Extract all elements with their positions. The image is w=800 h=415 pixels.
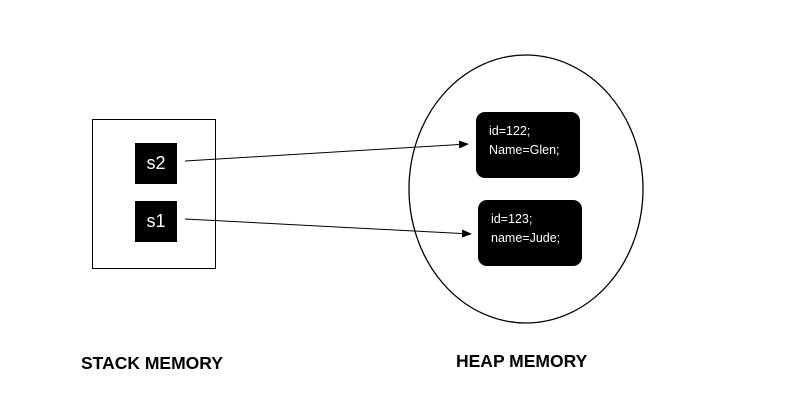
heap-object-122-id: id=122;: [489, 124, 531, 138]
heap-object-123-id: id=123;: [491, 212, 533, 226]
reference-arrow-s1: [184, 218, 472, 238]
stack-variable-s2-label: s2: [146, 153, 166, 173]
stack-variable-s1-label: s1: [146, 211, 166, 231]
heap-object-123-name: name=Jude;: [491, 231, 561, 245]
heap-object-122-name: Name=Glen;: [489, 143, 560, 157]
stack-frame: [92, 119, 216, 269]
heap-object-122: id=122; Name=Glen;: [476, 112, 580, 178]
heap-ellipse: [408, 54, 644, 324]
stack-variable-s1: s1: [135, 201, 177, 242]
heap-object-123: id=123; name=Jude;: [478, 200, 582, 266]
reference-arrow-s2: [184, 140, 469, 162]
heap-memory-label: HEAP MEMORY: [456, 351, 588, 371]
stack-memory-label: STACK MEMORY: [81, 353, 223, 373]
stack-variable-s2: s2: [135, 143, 177, 184]
